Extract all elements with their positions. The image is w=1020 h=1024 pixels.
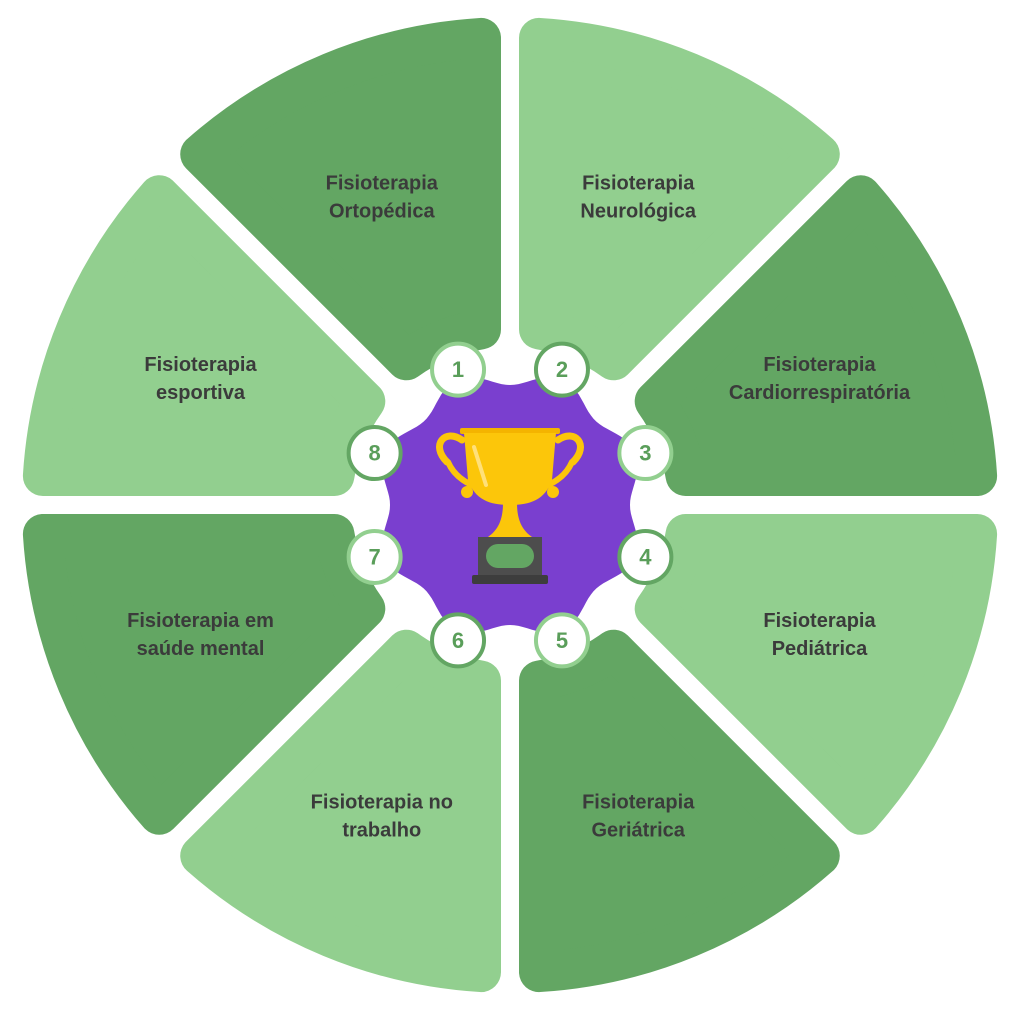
number-badge-2: 2 [533,341,590,398]
number-text: 7 [369,544,381,569]
number-badge-3: 3 [617,425,674,482]
number-badge-4: 4 [617,528,674,585]
segment-5 [519,629,840,993]
segment-label-6: Fisioterapia no trabalho [311,791,453,841]
trophy-icon [436,428,584,584]
segment-label-line: Fisioterapia no [311,791,453,813]
number-badge-7: 7 [346,528,403,585]
segment-label-line: Fisioterapia [326,173,439,195]
segment-label-line: Pediátrica [772,638,868,660]
segment-label-line: trabalho [342,819,421,841]
segment-2 [519,17,840,381]
segment-label-7: Fisioterapia em saúde mental [127,610,274,660]
number-text: 2 [556,357,568,382]
segment-label-line: Fisioterapia [144,354,257,376]
number-text: 1 [452,357,464,382]
number-badge-5: 5 [533,612,590,669]
segment-label-line: Fisioterapia [763,610,876,632]
number-text: 4 [639,544,652,569]
number-text: 5 [556,628,568,653]
segment-6 [180,629,501,993]
segment-7 [22,514,386,835]
segment-label-line: esportiva [156,382,246,404]
segment-label-line: Neurológica [580,201,696,223]
segment-label-line: Fisioterapia em [127,610,274,632]
segment-1 [180,17,501,381]
segment-3 [634,175,998,496]
number-badge-8: 8 [346,425,403,482]
segment-label-line: Fisioterapia [582,791,695,813]
segment-label-line: Cardiorrespiratória [729,382,911,404]
segment-8 [22,175,386,496]
number-badge-1: 1 [430,341,487,398]
segment-label-line: Ortopédica [329,201,435,223]
segment-label-line: saúde mental [137,638,265,660]
segment-label-line: Fisioterapia [763,354,876,376]
segment-label-8: Fisioterapia esportiva [144,354,257,404]
segment-label-line: Geriátrica [592,819,686,841]
segment-4 [634,514,998,835]
number-text: 8 [369,441,381,466]
number-text: 3 [639,441,651,466]
segment-label-line: Fisioterapia [582,173,695,195]
number-text: 6 [452,628,464,653]
number-badge-6: 6 [430,612,487,669]
